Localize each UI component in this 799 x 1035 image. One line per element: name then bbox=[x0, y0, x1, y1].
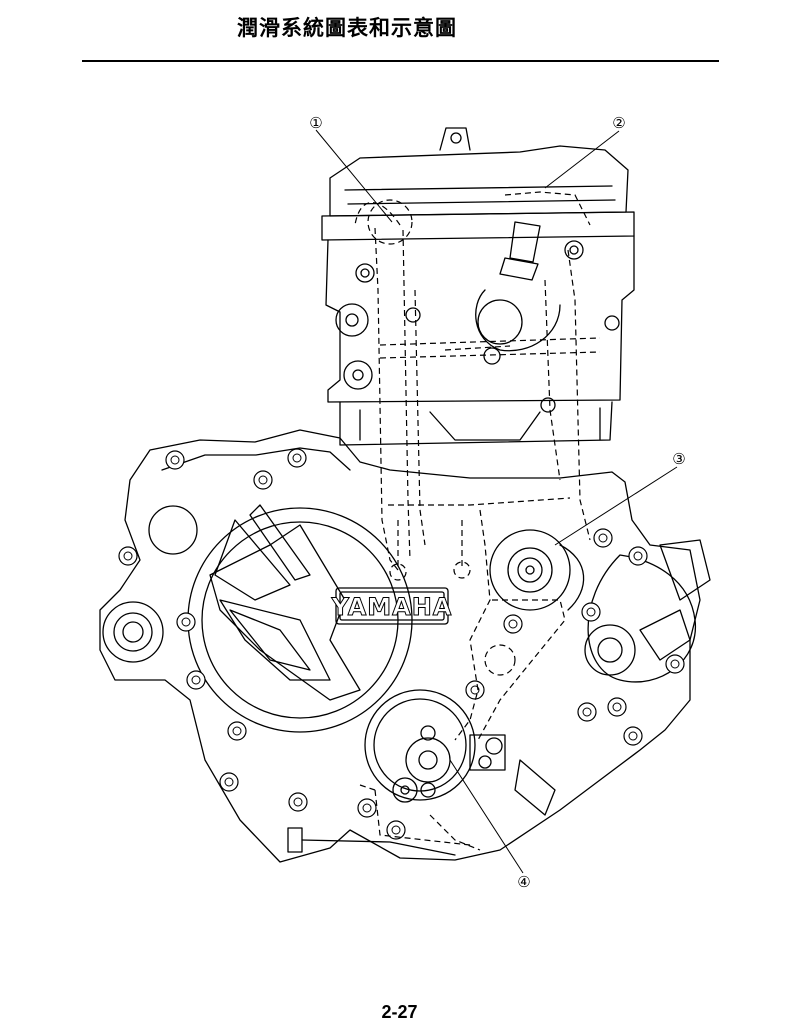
bolt bbox=[165, 450, 185, 470]
cylinder-block bbox=[339, 401, 613, 446]
bolt bbox=[288, 792, 308, 812]
oil-passages bbox=[354, 191, 601, 851]
bolt bbox=[357, 798, 377, 818]
bolt bbox=[628, 546, 648, 566]
bolt bbox=[665, 654, 685, 674]
oil-pump-gear bbox=[364, 689, 476, 801]
callout-2: ② bbox=[612, 114, 625, 132]
bolt bbox=[386, 820, 406, 840]
bolt bbox=[593, 528, 613, 548]
bolt bbox=[355, 263, 375, 283]
bolt bbox=[577, 702, 597, 722]
engine-lubrication-diagram: YAMAHA ① ② ③ ④ bbox=[99, 114, 711, 891]
yamaha-logo-text: YAMAHA bbox=[331, 593, 453, 621]
yamaha-logo-plate bbox=[335, 587, 449, 625]
page-title: 潤滑系統圖表和示意圖 bbox=[237, 15, 457, 40]
bolt bbox=[581, 602, 601, 622]
bolt bbox=[253, 470, 273, 490]
bolt bbox=[607, 697, 627, 717]
bolt bbox=[186, 670, 206, 690]
title-divider bbox=[82, 60, 719, 62]
bolt bbox=[405, 307, 421, 323]
bolt bbox=[465, 680, 485, 700]
oil-filter-cover bbox=[489, 529, 571, 611]
bolt bbox=[227, 721, 247, 741]
bolt bbox=[287, 448, 307, 468]
cylinder-head-cover bbox=[329, 145, 629, 217]
bolt bbox=[564, 240, 584, 260]
callout-4: ④ bbox=[517, 873, 530, 891]
bolt bbox=[176, 612, 196, 632]
bolt bbox=[503, 614, 523, 634]
bolt bbox=[118, 546, 138, 566]
crankcase bbox=[99, 429, 701, 863]
callout-1: ① bbox=[309, 114, 322, 132]
bolt bbox=[623, 726, 643, 746]
bolt bbox=[540, 397, 556, 413]
callout-3: ③ bbox=[672, 450, 685, 468]
bolt bbox=[219, 772, 239, 792]
bolt bbox=[604, 315, 620, 331]
page-number: 2-27 bbox=[381, 1002, 418, 1022]
